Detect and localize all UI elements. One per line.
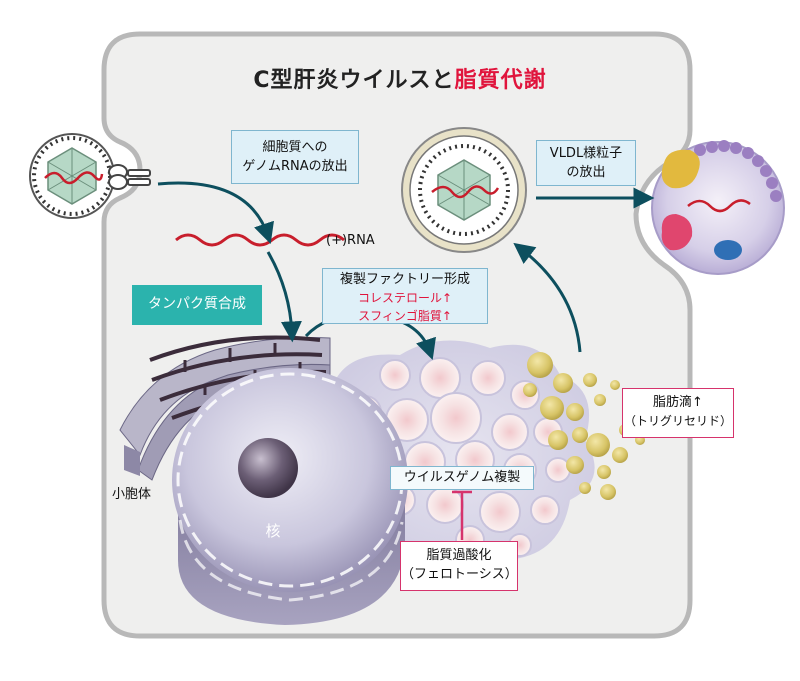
lipid-droplet-box: 脂肪滴↑ （トリグリセリド）: [622, 388, 734, 438]
viral-replication-box: ウイルスゲノム複製: [390, 466, 534, 490]
inhibition-icon: [452, 490, 472, 540]
virus-particle-icon: [29, 133, 115, 219]
er-label: 小胞体: [112, 487, 152, 502]
rna-release-line2: ゲノムRNAの放出: [242, 159, 348, 174]
diagram-title: C型肝炎ウイルスと脂質代謝: [0, 62, 800, 94]
rna-release-box: 細胞質への ゲノムRNAの放出: [231, 130, 359, 184]
title-main: C型肝炎ウイルスと: [253, 68, 455, 93]
nucleolus: [238, 438, 298, 498]
lipid-peroxidation-box: 脂質過酸化 （フェロトーシス）: [400, 541, 518, 591]
rna-strand: [175, 233, 345, 247]
replication-factory-label: 複製ファクトリー形成: [339, 272, 470, 287]
lipid-droplets: [523, 352, 645, 500]
vldl-release-line1: VLDL様粒子: [549, 146, 623, 161]
protein-synthesis-box: タンパク質合成: [132, 285, 262, 325]
vldl-release-box: VLDL様粒子 の放出: [536, 140, 636, 186]
arrow-entry: [157, 181, 274, 244]
lipid-peroxidation-line1: 脂質過酸化: [426, 548, 492, 563]
plus-rna-label: (+)RNA: [326, 233, 375, 248]
title-highlight: 脂質代謝: [454, 68, 547, 93]
vldl-release-line2: の放出: [566, 165, 606, 180]
lipoviroparticle-icon: [401, 127, 527, 253]
nucleus: [172, 368, 408, 625]
cholesterol-label: コレステロール↑: [357, 291, 453, 305]
lipid-peroxidation-line2: （フェロトーシス）: [401, 567, 518, 582]
sphingolipid-label: スフィンゴ脂質↑: [358, 309, 452, 323]
arrow-translation: [266, 251, 302, 343]
nucleus-label: 核: [265, 522, 281, 540]
rna-release-line1: 細胞質への: [262, 140, 328, 155]
lipid-droplet-line2: （トリグリセリド）: [623, 414, 732, 428]
vldl-particle-icon: [651, 140, 785, 275]
arrow-assembly: [513, 242, 582, 353]
replication-factory-box: 複製ファクトリー形成 コレステロール↑ スフィンゴ脂質↑: [322, 268, 488, 324]
receptor-icon: [108, 164, 151, 190]
lipid-droplet-line1: 脂肪滴↑: [653, 395, 703, 410]
